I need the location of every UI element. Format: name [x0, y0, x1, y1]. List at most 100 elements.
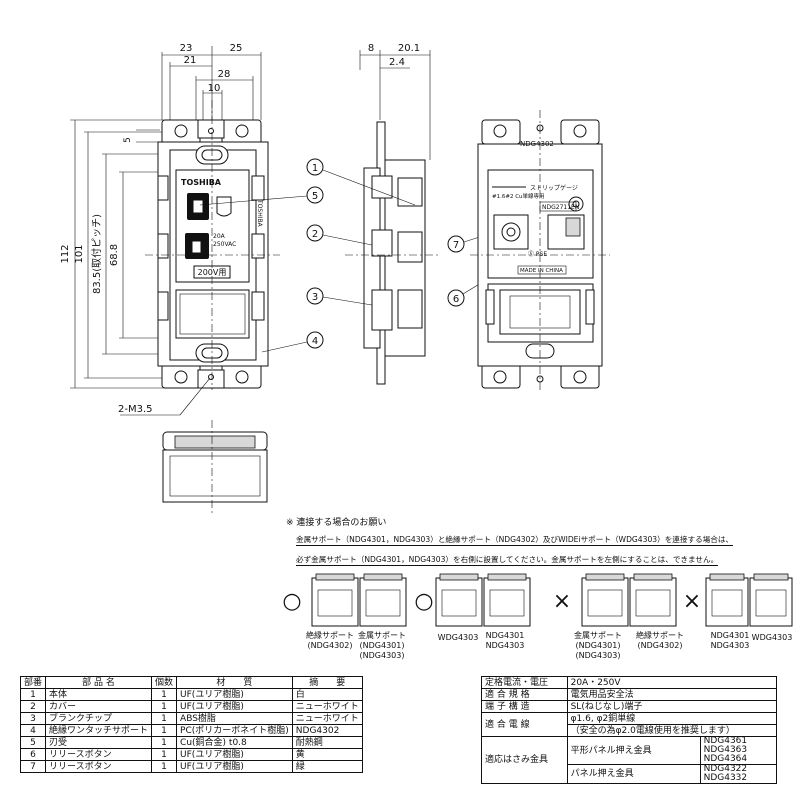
frame-name: パネル押え金具 — [566, 764, 701, 784]
cell: UF(ユリア樹脂) — [176, 688, 293, 701]
dim-8: 8 — [368, 43, 374, 54]
callout-1: 1 — [312, 163, 318, 174]
cell: 黄 — [291, 748, 363, 761]
ex3-right-label: 絶縁サポート(NDG4302) — [636, 630, 684, 650]
frame-model: NDG4363 — [703, 745, 748, 755]
brand-label: TOSHIBA — [181, 178, 222, 187]
dim-68-8: 68.8 — [109, 244, 120, 266]
spec-value: 電気用品安全法 — [566, 688, 778, 701]
cell: 刃受 — [45, 736, 153, 749]
cell: 3 — [19, 712, 47, 725]
callout-5: 5 — [312, 191, 318, 202]
table-row: 適応はさみ金具 平形パネル押え金具 NDG4361 NDG4363 NDG436… — [481, 736, 778, 784]
spec-key: 適 合 電 線 — [481, 712, 568, 737]
dim-101: 101 — [74, 244, 85, 263]
frame-name: 平形パネル押え金具 — [566, 736, 701, 765]
cell: 1 — [151, 748, 178, 761]
bottom-view — [162, 420, 268, 515]
cell: 6 — [19, 748, 47, 761]
svg-text:TOSHIBA: TOSHIBA — [256, 199, 263, 228]
cell: UF(ユリア樹脂) — [176, 760, 293, 773]
cell: Cu(銅合金) t0.8 — [176, 736, 293, 749]
cell: UF(ユリア樹脂) — [176, 700, 293, 713]
cell: 4 — [19, 724, 47, 737]
mark-ng-2: × — [683, 589, 701, 614]
callout-6: 6 — [453, 294, 459, 305]
cell: 白 — [291, 688, 363, 701]
cell: リリースボタン — [45, 748, 153, 761]
cell: 1 — [19, 688, 47, 701]
cell: 絶縁ワンタッチサポート — [45, 724, 153, 737]
cell: 1 — [151, 736, 178, 749]
ex3-left-label: 金属サポート(NDG4301)(NDG4303) — [574, 630, 622, 660]
mark-ng-1: × — [553, 589, 571, 614]
rating-line2: 250VAC — [213, 241, 236, 248]
ex1-right-label: 金属サポート(NDG4301)(NDG4303) — [358, 630, 406, 660]
cell: 耐熱鋼 — [291, 736, 363, 749]
spec-frame-label: 適応はさみ金具 — [481, 736, 568, 784]
dim-20-1: 20.1 — [398, 43, 420, 54]
made-in: MADE IN CHINA — [520, 268, 563, 274]
front-view: 23 25 21 28 10 112 101 83.5(取付ピッチ) 68.8 … — [60, 43, 280, 416]
spec-key: 適 合 規 格 — [481, 688, 568, 701]
cell: 緑 — [291, 760, 363, 773]
cell: 5 — [19, 736, 47, 749]
spec-value: 20A・250V — [566, 676, 778, 689]
parts-header-qty: 個数 — [151, 676, 178, 689]
spec-value: （安全の為φ2.0電線使用を推奨します） — [566, 724, 778, 737]
dim-5: 5 — [123, 137, 133, 143]
parts-header-note: 摘 要 — [291, 676, 363, 689]
cell: 2 — [19, 700, 47, 713]
cell: ABS樹脂 — [176, 712, 293, 725]
parts-header-material: 材 質 — [176, 676, 293, 689]
callouts: 1 5 2 3 4 7 6 — [199, 158, 536, 353]
parts-header-name: 部 品 名 — [45, 676, 153, 689]
cell: 1 — [151, 760, 178, 773]
back-view: NDG4302 ストリップゲージ #1.6#2 Cu単線専用 NDG2711EN… — [470, 110, 610, 392]
frame-models: NDG4361 NDG4363 NDG4364 — [699, 736, 778, 765]
cell: リリースボタン — [45, 760, 153, 773]
frame-model: NDG4361 — [703, 736, 748, 746]
dim-10: 10 — [208, 83, 221, 94]
spec-key: 端 子 構 造 — [481, 700, 568, 713]
dim-28: 28 — [218, 69, 231, 80]
parts-header-row: 部番 部 品 名 個数 材 質 摘 要 — [19, 676, 363, 689]
dim-25: 25 — [230, 43, 243, 54]
cell: PC(ポリカーボネイト樹脂) — [176, 724, 293, 737]
cell: ブランクチップ — [45, 712, 153, 725]
dim-21: 21 — [184, 55, 197, 66]
ex1-left-label: 絶縁サポート(NDG4302) — [306, 630, 354, 650]
callout-7: 7 — [453, 240, 459, 251]
mark-ok-1: ○ — [282, 589, 301, 614]
cell: 1 — [151, 688, 178, 701]
cell: 1 — [151, 700, 178, 713]
back-model: NDG4302 — [520, 140, 554, 148]
rating-line1: 20A — [213, 233, 226, 240]
callout-3: 3 — [312, 292, 318, 303]
ex2-left-label: WDG4303 — [438, 633, 479, 642]
table-row: パネル押え金具 NDG4322 NDG4332 — [482, 764, 778, 784]
dim-23: 23 — [180, 43, 193, 54]
callout-2: 2 — [312, 229, 318, 240]
wire-note: #1.6#2 Cu単線専用 — [492, 192, 545, 200]
frame-models: NDG4322 NDG4332 — [699, 764, 778, 784]
table-row: 適 合 規 格電気用品安全法 — [481, 688, 778, 701]
cell: ニューホワイト — [291, 712, 363, 725]
note-title: ※ 連接する場合のお願い — [286, 518, 387, 528]
connection-examples: ○ 絶縁サポート(NDG4302) 金属サポート(NDG4301)(NDG430… — [282, 573, 793, 660]
dim-83-5: 83.5(取付ピッチ) — [90, 214, 103, 294]
cell: 1 — [151, 724, 178, 737]
mark-ok-2: ○ — [414, 589, 433, 614]
callout-4: 4 — [312, 336, 318, 347]
frame-model: NDG4332 — [703, 773, 748, 783]
